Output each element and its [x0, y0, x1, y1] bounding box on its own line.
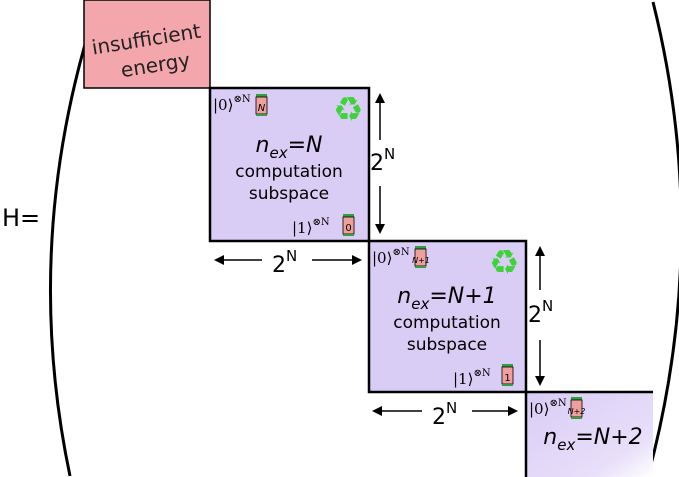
ket-zero: |0⟩	[372, 249, 392, 267]
svg-text:2N: 2N	[528, 297, 553, 328]
svg-text:|0⟩⊗N: |0⟩⊗N	[213, 94, 251, 114]
subspace-block-n: |0⟩⊗N N ♻ nex=N computation subspace |1⟩…	[208, 86, 371, 243]
battery-label: 0	[345, 223, 351, 234]
battery-label: N+1	[412, 256, 430, 265]
svg-text:|1⟩⊗N: |1⟩⊗N	[292, 217, 330, 237]
recycle-icon: ♻	[333, 90, 363, 130]
ket-one: |1⟩	[453, 370, 473, 388]
svg-text:|1⟩⊗N: |1⟩⊗N	[453, 368, 491, 388]
battery-label: 1	[504, 373, 510, 384]
svg-text:2N: 2N	[272, 247, 297, 278]
dimension-arrow-bottom-1: 2N	[214, 247, 362, 278]
svg-text:|0⟩⊗N: |0⟩⊗N	[372, 247, 410, 267]
svg-text:|0⟩⊗N: |0⟩⊗N	[529, 398, 567, 418]
svg-text:2N: 2N	[432, 399, 457, 430]
right-parenthesis	[646, 1, 679, 477]
computation-label: computation	[235, 162, 343, 182]
hamiltonian-label: H=	[2, 204, 40, 232]
ket-zero: |0⟩	[213, 96, 233, 114]
dimension-arrow-right-2: 2N	[528, 246, 553, 386]
subspace-label: subspace	[407, 335, 487, 355]
insufficient-energy-block: insufficient energy	[83, 0, 211, 89]
ket-one: |1⟩	[292, 219, 312, 237]
svg-text:2N: 2N	[370, 145, 395, 176]
computation-label: computation	[393, 313, 501, 333]
subspace-block-n-plus-2: |0⟩⊗N N+2 nex=N+2	[524, 390, 653, 477]
dimension-arrow-right-1: 2N	[370, 93, 395, 234]
ket-zero: |0⟩	[529, 400, 549, 418]
recycle-icon: ♻	[489, 243, 519, 283]
subspace-label: subspace	[249, 184, 329, 204]
nex-label: nex=N	[256, 133, 323, 162]
nex-label: nex=N+2	[543, 425, 642, 454]
dimension-arrow-bottom-2: 2N	[372, 399, 518, 430]
nex-label: nex=N+1	[397, 284, 496, 313]
left-parenthesis	[48, 1, 100, 477]
subspace-block-n-plus-1: |0⟩⊗N N+1 ♻ nex=N+1 computation subspace…	[367, 239, 528, 394]
battery-label: N+2	[568, 407, 586, 416]
battery-label: N	[258, 103, 266, 114]
